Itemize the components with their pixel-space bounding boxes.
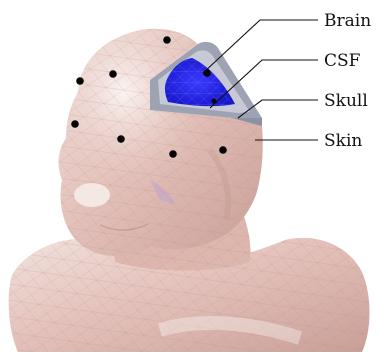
electrode <box>109 70 117 78</box>
electrode <box>117 135 125 143</box>
electrode <box>169 150 177 158</box>
electrode <box>76 77 84 85</box>
skull-label: Skull <box>324 91 368 111</box>
electrode <box>203 69 211 77</box>
electrode <box>219 146 227 154</box>
electrode <box>163 36 171 44</box>
skin-layer <box>59 29 263 256</box>
csf-label: CSF <box>324 51 361 71</box>
brain-label: Brain <box>324 11 371 31</box>
electrode <box>71 120 79 128</box>
skin-label: Skin <box>324 131 362 151</box>
